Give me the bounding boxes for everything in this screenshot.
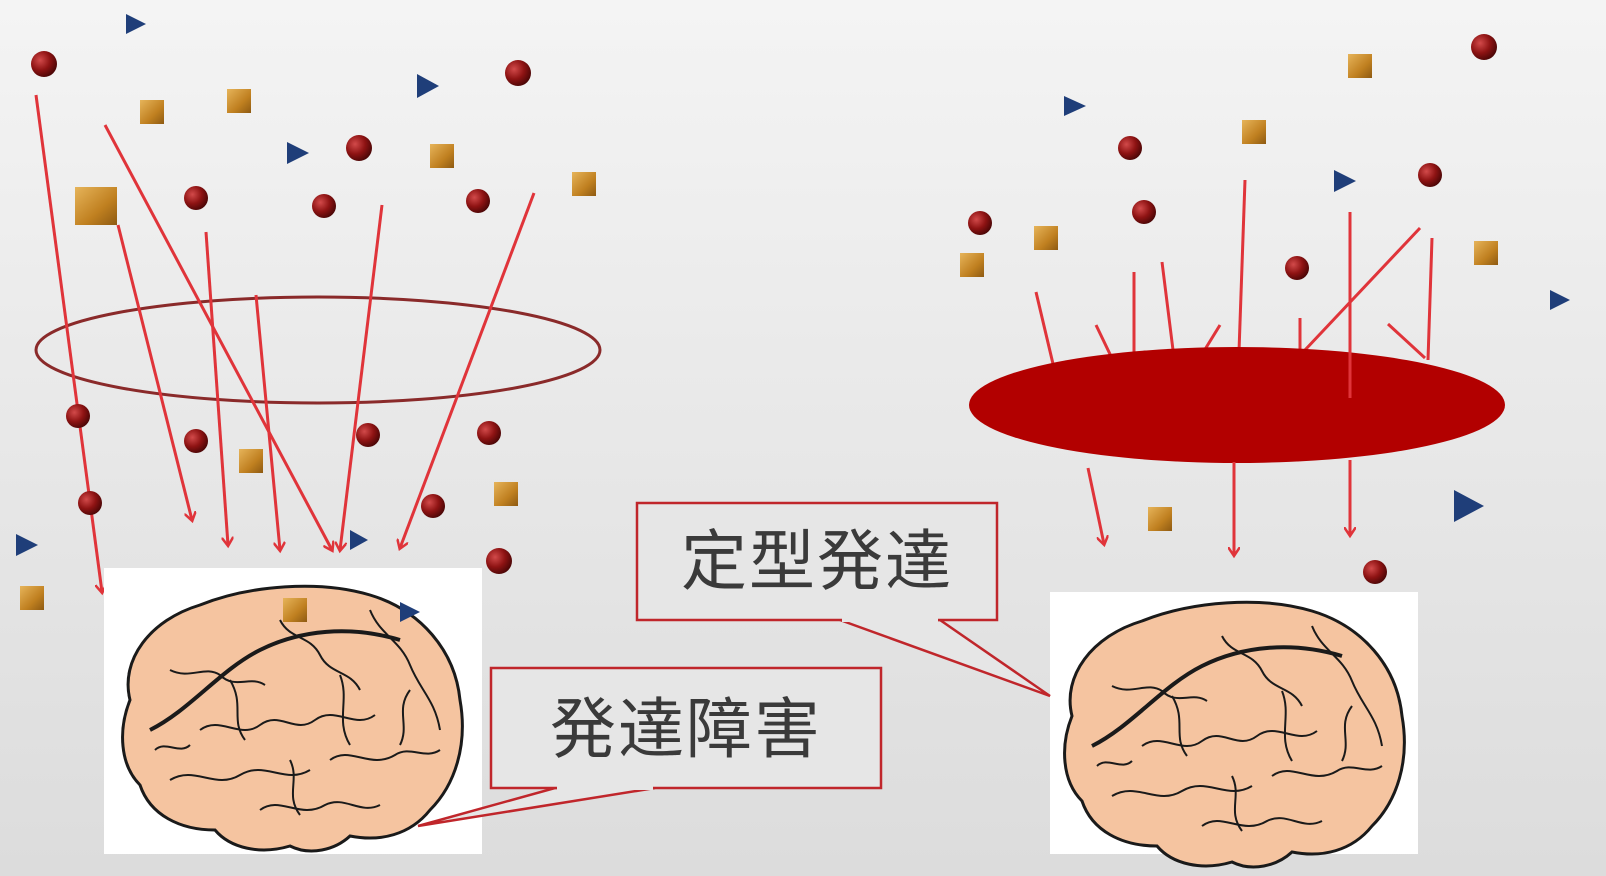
arrow bbox=[1426, 237, 1434, 361]
blue-triangle-icon bbox=[16, 534, 38, 556]
open-filter-ring bbox=[34, 295, 602, 405]
brain-icon bbox=[1062, 600, 1407, 869]
closed-filter-disc bbox=[969, 347, 1505, 463]
arrow bbox=[1303, 226, 1422, 352]
blue-triangle-icon bbox=[1454, 490, 1484, 522]
red-sphere-icon bbox=[1418, 163, 1442, 187]
arrow bbox=[116, 224, 192, 520]
blue-triangle-icon bbox=[287, 142, 309, 164]
callout-typical: 定型発達 bbox=[635, 501, 1051, 698]
right-arrows-above bbox=[1034, 179, 1434, 391]
red-sphere-icon bbox=[31, 51, 57, 77]
arrow bbox=[1236, 179, 1247, 381]
red-sphere-icon bbox=[346, 135, 372, 161]
gold-cube-icon bbox=[1348, 54, 1372, 78]
blue-triangle-icon bbox=[1334, 170, 1356, 192]
brain-icon bbox=[120, 584, 465, 853]
gold-cube-icon bbox=[1474, 241, 1498, 265]
left-brain bbox=[104, 568, 482, 854]
gold-cube-icon bbox=[1034, 226, 1058, 250]
red-sphere-icon bbox=[477, 421, 501, 445]
left-arrows bbox=[34, 94, 536, 592]
right-triangles bbox=[1064, 96, 1570, 522]
gold-cube-icon bbox=[239, 449, 263, 473]
red-sphere-icon bbox=[1363, 560, 1387, 584]
gold-cube-icon bbox=[1148, 507, 1172, 531]
red-sphere-icon bbox=[421, 494, 445, 518]
right-arrows-below bbox=[1086, 460, 1350, 555]
right-spheres bbox=[968, 34, 1497, 584]
label-typical-development: 定型発達 bbox=[681, 523, 953, 600]
blue-triangle-icon bbox=[1550, 290, 1570, 310]
blue-triangle-icon bbox=[1064, 96, 1086, 116]
gold-cube-icon bbox=[20, 586, 44, 610]
right-panel bbox=[960, 34, 1570, 869]
red-sphere-icon bbox=[486, 548, 512, 574]
left-triangles bbox=[16, 14, 439, 556]
left-spheres bbox=[31, 51, 531, 574]
red-sphere-icon bbox=[184, 429, 208, 453]
gold-cube-icon bbox=[140, 100, 164, 124]
red-sphere-icon bbox=[66, 404, 90, 428]
gold-cube-icon bbox=[1242, 120, 1266, 144]
left-cubes bbox=[20, 89, 596, 610]
red-sphere-icon bbox=[968, 211, 992, 235]
arrow bbox=[204, 231, 228, 545]
right-cubes bbox=[960, 54, 1498, 531]
red-sphere-icon bbox=[1118, 136, 1142, 160]
blue-triangle-icon bbox=[350, 530, 368, 550]
gold-cube-icon bbox=[494, 482, 518, 506]
callout-typical-box bbox=[635, 501, 999, 622]
arrow bbox=[103, 124, 332, 550]
gold-cube-icon bbox=[572, 172, 596, 196]
arrow bbox=[34, 94, 102, 592]
gold-cube-icon bbox=[430, 144, 454, 168]
red-sphere-icon bbox=[505, 60, 531, 86]
gold-cube-icon bbox=[227, 89, 251, 113]
callout-disorder-box bbox=[489, 666, 883, 790]
arrow bbox=[400, 192, 536, 548]
red-sphere-icon bbox=[78, 491, 102, 515]
callout-disorder: 発達障害 bbox=[417, 666, 883, 828]
right-brain bbox=[1050, 592, 1418, 869]
blue-triangle-icon bbox=[126, 14, 146, 34]
gold-cube-icon bbox=[75, 187, 117, 225]
arrow bbox=[1086, 467, 1104, 544]
red-sphere-icon bbox=[1471, 34, 1497, 60]
gold-cube-icon bbox=[960, 253, 984, 277]
blue-triangle-icon bbox=[400, 602, 420, 622]
red-sphere-icon bbox=[184, 186, 208, 210]
label-developmental-disorder: 発達障害 bbox=[550, 691, 822, 768]
arrow bbox=[340, 204, 384, 550]
red-sphere-icon bbox=[466, 189, 490, 213]
red-sphere-icon bbox=[356, 423, 380, 447]
red-sphere-icon bbox=[1285, 256, 1309, 280]
gold-cube-icon bbox=[283, 598, 307, 622]
arrow bbox=[254, 294, 280, 550]
blue-triangle-icon bbox=[417, 74, 439, 98]
red-sphere-icon bbox=[1132, 200, 1156, 224]
left-panel bbox=[16, 14, 602, 854]
arrow bbox=[1386, 322, 1427, 360]
red-sphere-icon bbox=[312, 194, 336, 218]
